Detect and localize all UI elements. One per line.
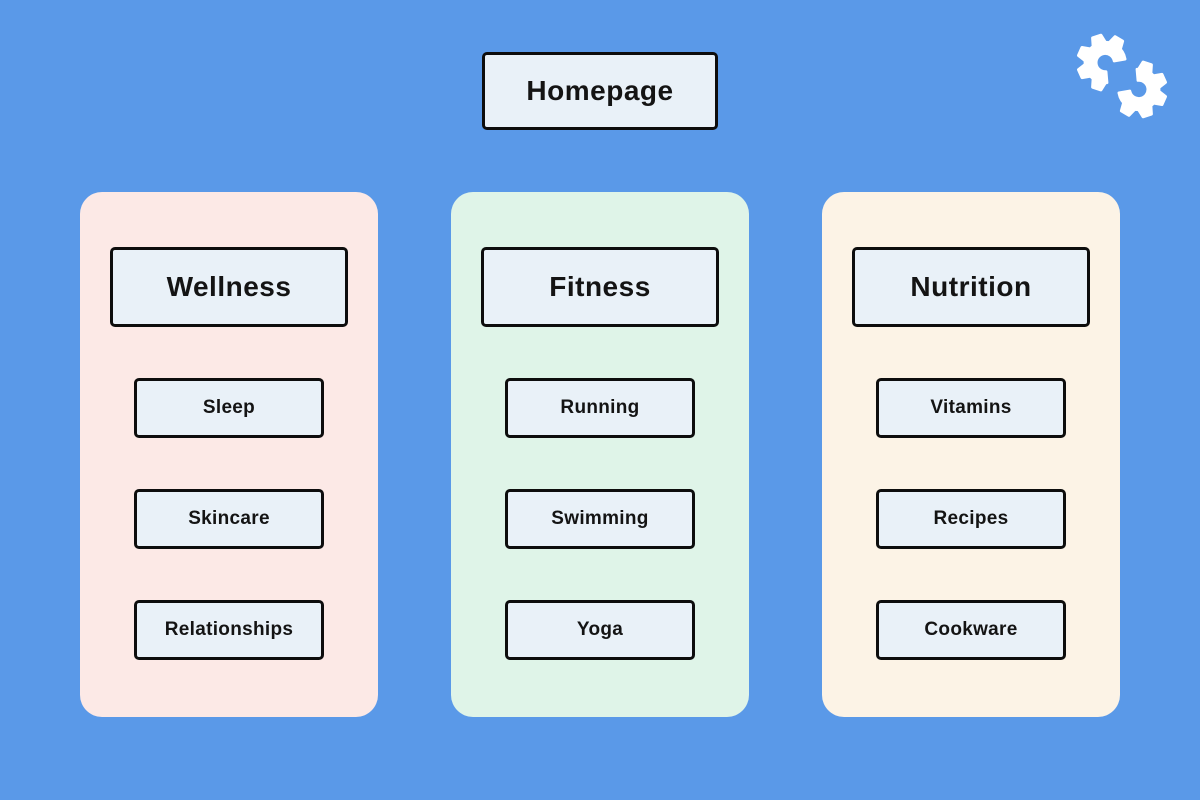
page-node-recipes[interactable]: Recipes xyxy=(876,489,1066,549)
page-label: Recipes xyxy=(933,508,1009,529)
page-node-sleep[interactable]: Sleep xyxy=(134,378,324,438)
category-column-wellness: Wellness Sleep Skincare Relationships xyxy=(80,192,378,717)
page-node-relationships[interactable]: Relationships xyxy=(134,600,324,660)
page-node-vitamins[interactable]: Vitamins xyxy=(876,378,1066,438)
page-node-skincare[interactable]: Skincare xyxy=(134,489,324,549)
category-node-nutrition[interactable]: Nutrition xyxy=(852,247,1090,327)
double-gear-logo-icon xyxy=(1076,33,1168,119)
page-node-yoga[interactable]: Yoga xyxy=(505,600,695,660)
page-label: Yoga xyxy=(576,619,624,640)
page-node-swimming[interactable]: Swimming xyxy=(505,489,695,549)
category-label: Nutrition xyxy=(910,271,1032,302)
page-label: Swimming xyxy=(551,508,649,529)
page-node-cookware[interactable]: Cookware xyxy=(876,600,1066,660)
page-label: Sleep xyxy=(202,397,256,418)
category-label: Wellness xyxy=(166,271,292,302)
category-node-wellness[interactable]: Wellness xyxy=(110,247,348,327)
page-label: Vitamins xyxy=(930,397,1012,418)
page-label: Relationships xyxy=(164,619,294,640)
homepage-node[interactable]: Homepage xyxy=(482,52,718,130)
homepage-label: Homepage xyxy=(526,75,674,106)
page-label: Cookware xyxy=(924,619,1018,640)
page-label: Skincare xyxy=(188,508,270,529)
page-label: Running xyxy=(560,397,640,418)
category-column-fitness: Fitness Running Swimming Yoga xyxy=(451,192,749,717)
category-node-fitness[interactable]: Fitness xyxy=(481,247,719,327)
category-column-nutrition: Nutrition Vitamins Recipes Cookware xyxy=(822,192,1120,717)
page-node-running[interactable]: Running xyxy=(505,378,695,438)
category-label: Fitness xyxy=(549,271,651,302)
